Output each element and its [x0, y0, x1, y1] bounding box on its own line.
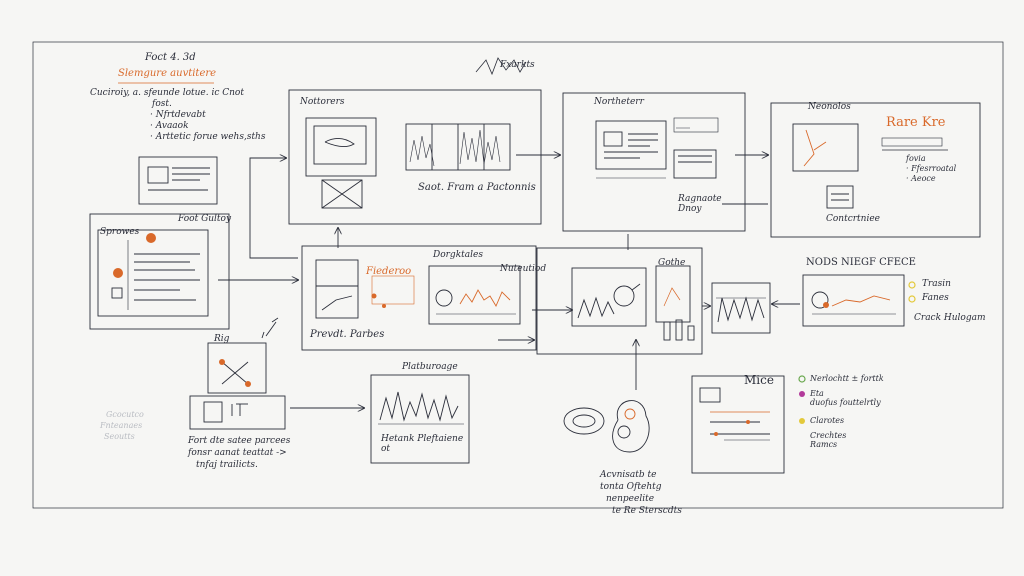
center-mid-title: Dorgktales: [433, 250, 483, 260]
right-center-title: NODS NIEGF CFECE: [806, 257, 916, 268]
box-left-side-label: Foot Gultoy: [178, 214, 232, 224]
outer-frame: [32, 41, 1004, 509]
box-mice: [691, 375, 785, 474]
center-right-label: Gothe: [658, 258, 686, 268]
header-subtitle: Slemgure auvtitere: [118, 68, 217, 79]
bottom-center-caption-line: nenpeelite: [606, 494, 655, 504]
box-top-right-heading: Rare Kre: [886, 115, 946, 130]
box-top-left-title: Nottorers: [300, 97, 345, 107]
mice-list-item: Nerlochtt ± forttk: [810, 374, 884, 383]
mice-list-item: Crechtes Ramcs: [810, 431, 847, 450]
legend-bullet-purple: [799, 391, 805, 397]
box-playback: [370, 374, 470, 464]
box-left-title: Sprowes: [100, 227, 140, 237]
center-left-label: Fiederoo: [366, 266, 412, 277]
faint-note-line: Gcocutco: [106, 410, 144, 419]
orange-dot: [146, 233, 156, 243]
box-center-left: [301, 245, 537, 351]
mice-list-item: Clarotes: [810, 416, 845, 425]
box-right-center: [802, 274, 905, 327]
box-top-right-list-item: · Ffesrroatal: [906, 164, 957, 173]
box-big-caption-line: Fort dte satee parcees: [188, 436, 291, 446]
legend-bullet-green: [798, 375, 806, 383]
legend-item: Crack Hulogam: [914, 313, 986, 323]
faint-note-line: Seoutts: [104, 432, 135, 441]
legend-item: Trasin: [922, 279, 951, 289]
box-playback-caption: Hetank Pleftaiene ot: [381, 434, 464, 455]
header-note-line: fost.: [152, 99, 172, 109]
center-mid-label: Nuteutiod: [500, 264, 547, 274]
box-top-right: [770, 102, 981, 238]
box-top-middle: [562, 92, 746, 232]
bottom-center-caption-line: te Re Sterscdts: [612, 506, 682, 516]
box-left: [89, 213, 230, 330]
box-big-caption-line: tnfaj trailicts.: [196, 460, 258, 470]
box-center-mid: [428, 265, 521, 325]
box-top-left-caption: Saot. Fram a Pactonnis: [418, 182, 536, 193]
bottom-center-caption-line: tonta Oftehtg: [600, 482, 662, 492]
box-playback-title: Platburoage: [402, 362, 458, 372]
header-scribble: Fxarkts: [500, 60, 535, 70]
box-rig: [207, 342, 267, 394]
legend-item: Fanes: [922, 293, 949, 303]
orange-dot: [113, 268, 123, 278]
scribble-mark: [475, 57, 527, 76]
header-title: Foct 4. 3d: [145, 52, 196, 63]
header-note-line: · Arttetic forue wehs,sths: [150, 132, 266, 142]
legend-bullet-yellow: [908, 281, 916, 289]
box-big-caption-line: fonsr aanat teattat ->: [188, 448, 287, 458]
legend-bullet-yellow: [908, 295, 916, 303]
header-note-line: · Avaaok: [150, 121, 189, 131]
box-right-small: [711, 282, 771, 334]
faint-note-line: Fnteanaes: [100, 421, 143, 430]
box-top-left: [288, 89, 542, 225]
box-rig-label: Rig: [214, 334, 230, 344]
header-note-line: · Nfrtdevabt: [150, 110, 206, 120]
box-center-right: [536, 247, 703, 355]
box-top-middle-caption: Ragnaote Dnoy: [678, 194, 722, 215]
box-top-middle-title: Northeterr: [594, 97, 644, 107]
legend-bullet-yellow: [799, 418, 805, 424]
box-small-top-left: [138, 156, 218, 205]
bottom-center-caption-line: Acvnisatb te: [600, 470, 657, 480]
box-top-right-list-item: fovia: [906, 154, 926, 163]
box-top-right-footer: Contcrtniee: [826, 214, 881, 224]
box-mice-title: Mice: [744, 373, 774, 387]
box-big: [189, 395, 286, 430]
mice-list-item: Eta duofus fouttelrtly: [810, 389, 881, 408]
box-top-right-list-item: · Aeoce: [906, 174, 936, 183]
center-left-caption: Prevdt. Parbes: [310, 329, 385, 340]
header-note-line: Cuciroiy, a. sfeunde lotue. ic Cnot: [90, 88, 244, 98]
box-top-right-title: Neonolos: [808, 102, 851, 112]
